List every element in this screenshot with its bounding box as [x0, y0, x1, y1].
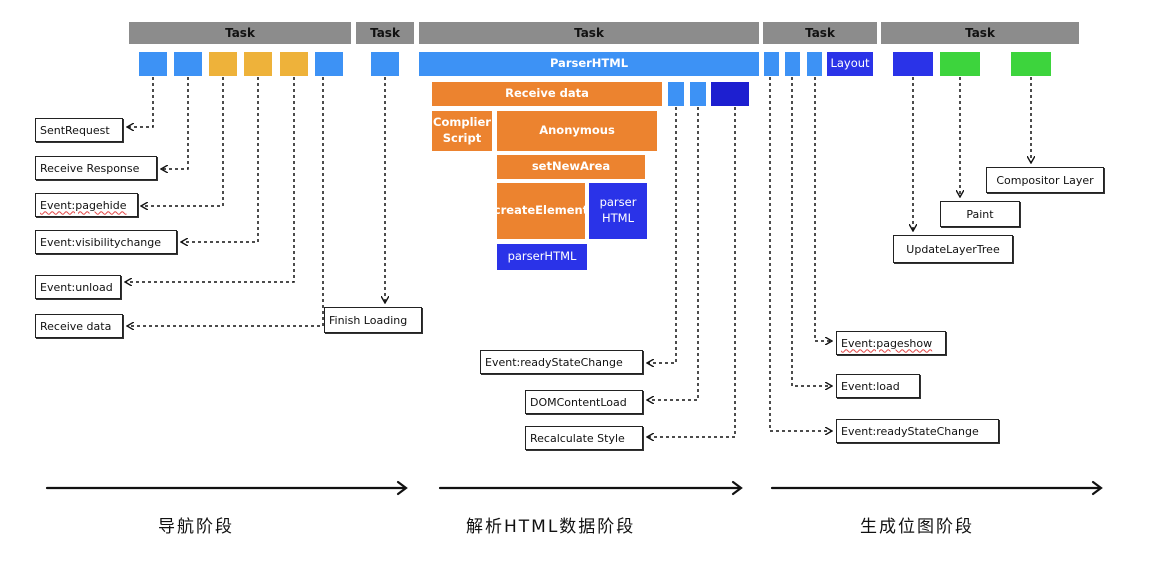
recalc-style-block — [711, 82, 749, 106]
phase-label-parse: 解析HTML数据阶段 — [466, 517, 636, 537]
layout-block-1 — [764, 52, 779, 76]
compositor-block — [1011, 52, 1051, 76]
create-element-bar: createElement — [494, 183, 588, 239]
connector-receive-data — [128, 77, 324, 326]
ready-state-block — [668, 82, 684, 106]
layout-block-3 — [807, 52, 822, 76]
compositor-layer-box: Compositor Layer — [986, 167, 1104, 193]
paint-box: Paint — [940, 201, 1020, 227]
task-header-finish-loading: Task — [356, 22, 414, 44]
connector-pageshow — [814, 77, 831, 341]
unload-box: Event:unload — [35, 275, 121, 299]
connector-load — [791, 77, 831, 386]
connector-ready-state-2 — [769, 77, 831, 431]
connector-recalc-style — [648, 107, 736, 437]
dom-content-load-box: DOMContentLoad — [525, 390, 643, 414]
connector-sent-request — [128, 77, 154, 127]
parser-html-bottom-bar: parserHTML — [497, 244, 587, 270]
task-header-navigation: Task — [129, 22, 351, 44]
update-layer-tree-box: UpdateLayerTree — [893, 235, 1013, 263]
finish-loading-box: Finish Loading — [324, 307, 422, 333]
ready-state-change-box-2: Event:readyStateChange — [836, 419, 999, 443]
phase-arrow-navigation-head — [396, 480, 408, 496]
dom-content-block — [690, 82, 706, 106]
phase-label-navigation: 导航阶段 — [158, 517, 234, 537]
parser-html-bar: ParserHTML — [419, 52, 759, 76]
phase-arrow-bitmap-head — [1091, 480, 1103, 496]
complier-script-bar: Complier Script — [432, 111, 492, 151]
pageshow-box: Event:pageshow — [836, 331, 946, 355]
finish-loading-block — [371, 52, 399, 76]
nav-block-5 — [280, 52, 308, 76]
nav-block-6 — [315, 52, 343, 76]
layout-block-2 — [785, 52, 800, 76]
sent-request-box: SentRequest — [35, 118, 123, 142]
recalculate-style-box: Recalculate Style — [525, 426, 643, 450]
phase-arrow-parse-head — [731, 480, 743, 496]
ready-state-change-box-1: Event:readyStateChange — [480, 350, 643, 374]
connector-receive-response — [162, 77, 189, 169]
update-layer-tree-block — [893, 52, 933, 76]
anonymous-bar: Anonymous — [497, 111, 657, 151]
connector-pagehide — [142, 77, 224, 206]
receive-data-box: Receive data — [35, 314, 123, 338]
parser-html-inner-bar: parser HTML — [589, 183, 647, 239]
layout-bar: Layout — [827, 52, 873, 76]
nav-block-2 — [174, 52, 202, 76]
receive-response-box: Receive Response — [35, 156, 157, 180]
paint-block — [940, 52, 980, 76]
nav-block-3 — [209, 52, 237, 76]
phase-label-bitmap: 生成位图阶段 — [860, 517, 974, 537]
task-header-layout: Task — [763, 22, 877, 44]
receive-data-bar: Receive data — [432, 82, 662, 106]
nav-block-1 — [139, 52, 167, 76]
load-box: Event:load — [836, 374, 920, 398]
task-header-paint: Task — [881, 22, 1079, 44]
connector-visibilitychange — [182, 77, 259, 242]
set-new-area-bar: setNewArea — [497, 155, 645, 179]
nav-block-4 — [244, 52, 272, 76]
visibilitychange-box: Event:visibilitychange — [35, 230, 177, 254]
pagehide-box: Event:pagehide — [35, 193, 138, 217]
task-header-parse: Task — [419, 22, 759, 44]
